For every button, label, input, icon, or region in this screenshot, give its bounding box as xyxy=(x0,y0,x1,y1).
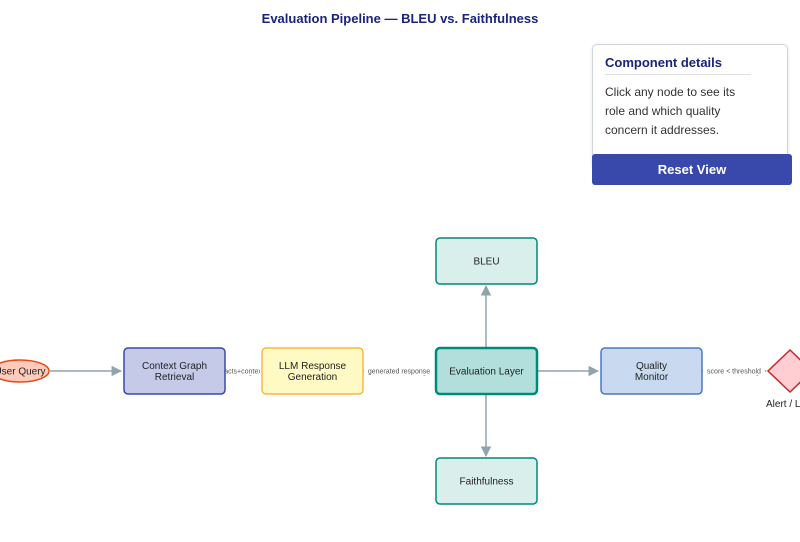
edge-labels: facts+context generated response score <… xyxy=(222,365,765,376)
node-bleu-label: BLEU xyxy=(473,257,499,268)
node-quality-monitor[interactable]: Quality Monitor xyxy=(600,347,703,395)
node-evaluation-layer[interactable]: Evaluation Layer xyxy=(434,346,539,396)
edge-label-context-to-llm: facts+context xyxy=(222,369,263,376)
node-alert-label: Alert / L xyxy=(766,399,800,410)
node-user-query[interactable]: User Query xyxy=(0,359,50,383)
node-llm-response-label-line1: LLM Response xyxy=(279,361,347,372)
node-context-graph-retrieval[interactable]: Context Graph Retrieval xyxy=(123,347,226,395)
node-llm-response-generation[interactable]: LLM Response Generation xyxy=(261,347,364,395)
component-details-heading: Component details xyxy=(605,55,751,75)
node-faithfulness-label: Faithfulness xyxy=(460,477,514,488)
node-llm-response-label-line2: Generation xyxy=(288,372,337,383)
node-quality-monitor-label-line2: Monitor xyxy=(635,372,669,383)
node-user-query-label: User Query xyxy=(0,367,46,378)
node-bleu[interactable]: BLEU xyxy=(435,237,538,285)
page-title: Evaluation Pipeline — BLEU vs. Faithfuln… xyxy=(261,11,539,26)
node-alert[interactable]: Alert / L xyxy=(766,348,800,410)
node-faithfulness[interactable]: Faithfulness xyxy=(435,457,538,505)
component-details-panel: Component details Click any node to see … xyxy=(592,44,788,169)
node-quality-monitor-label-line1: Quality xyxy=(636,361,667,372)
node-evaluation-layer-label: Evaluation Layer xyxy=(449,367,524,378)
node-context-graph-label-line2: Retrieval xyxy=(155,372,194,383)
edge-label-monitor-to-alert: score < threshold xyxy=(707,369,761,376)
edge-label-llm-to-eval: generated response xyxy=(368,369,430,376)
reset-view-button[interactable]: Reset View xyxy=(592,154,792,185)
node-context-graph-label-line1: Context Graph xyxy=(142,361,207,372)
component-details-body: Click any node to see its role and which… xyxy=(605,85,736,137)
